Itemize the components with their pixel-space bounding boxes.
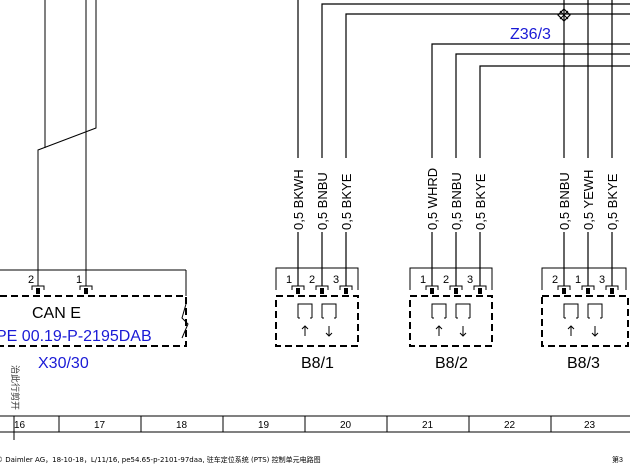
- x30-feed-wires: [0, 0, 187, 296]
- pin-label: 2: [552, 274, 558, 286]
- column-number: 18: [176, 420, 188, 431]
- pin-label: 2: [309, 274, 315, 286]
- wire-labels: 0,5 BKWH 0,5 BNBU 0,5 BKYE 0,5 WHRD 0,5 …: [291, 168, 620, 230]
- side-cut-text: 治此行剪开: [9, 365, 21, 410]
- pin-label: 1: [420, 274, 426, 286]
- sensor-b8-2: 1 2 3 B8/2: [409, 267, 493, 372]
- sensor-b8-1: 1 2 3 B8/1: [275, 267, 359, 372]
- column-number: 20: [340, 420, 352, 431]
- column-number: 23: [584, 420, 596, 431]
- column-number: 21: [422, 420, 434, 431]
- sensor-b8-3: 2 1 3 B8/3: [541, 267, 629, 372]
- pin-label: 3: [599, 274, 605, 286]
- column-ruler: 16 17 18 19 20 21 22 23: [0, 415, 630, 440]
- footer-copyright: © Daimler AG，18-10-18，L/11/16, pe54.65-p…: [0, 455, 321, 464]
- splice-label: Z36/3: [510, 26, 551, 43]
- module-x30-30: 2 1 CAN E PE 00.19-P-2195DAB X30/30: [0, 274, 189, 372]
- pin-label: 3: [467, 274, 473, 286]
- wire-label: 0,5 WHRD: [425, 168, 440, 230]
- wire-label: 0,5 BNBU: [315, 172, 330, 230]
- pin-label: 3: [333, 274, 339, 286]
- can-label: CAN E: [32, 305, 81, 322]
- sensor-name: B8/3: [567, 355, 600, 372]
- pin-label: 1: [76, 274, 82, 286]
- wire-label: 0,5 BKYE: [339, 173, 354, 230]
- sensor-name: B8/1: [301, 355, 334, 372]
- footer-page: 第3: [612, 455, 623, 464]
- splice-symbol: [557, 8, 571, 22]
- harness-wires: [297, 0, 630, 286]
- wire-label: 0,5 BKYE: [605, 173, 620, 230]
- pin-label: 1: [286, 274, 292, 286]
- column-number: 19: [258, 420, 270, 431]
- wire-label: 0,5 BKWH: [291, 169, 306, 230]
- column-number: 22: [504, 420, 516, 431]
- pin-label: 1: [575, 274, 581, 286]
- sensor-name: B8/2: [435, 355, 468, 372]
- column-number: 16: [14, 420, 26, 431]
- module-name: X30/30: [38, 355, 89, 372]
- doc-reference-link[interactable]: PE 00.19-P-2195DAB: [0, 328, 152, 345]
- wire-label: 0,5 BNBU: [449, 172, 464, 230]
- wire-label: 0,5 BKYE: [473, 173, 488, 230]
- column-number: 17: [94, 420, 106, 431]
- pin-label: 2: [443, 274, 449, 286]
- wire-label: 0,5 YEWH: [581, 170, 596, 230]
- wire-label: 0,5 BNBU: [557, 172, 572, 230]
- pin-label: 2: [28, 274, 34, 286]
